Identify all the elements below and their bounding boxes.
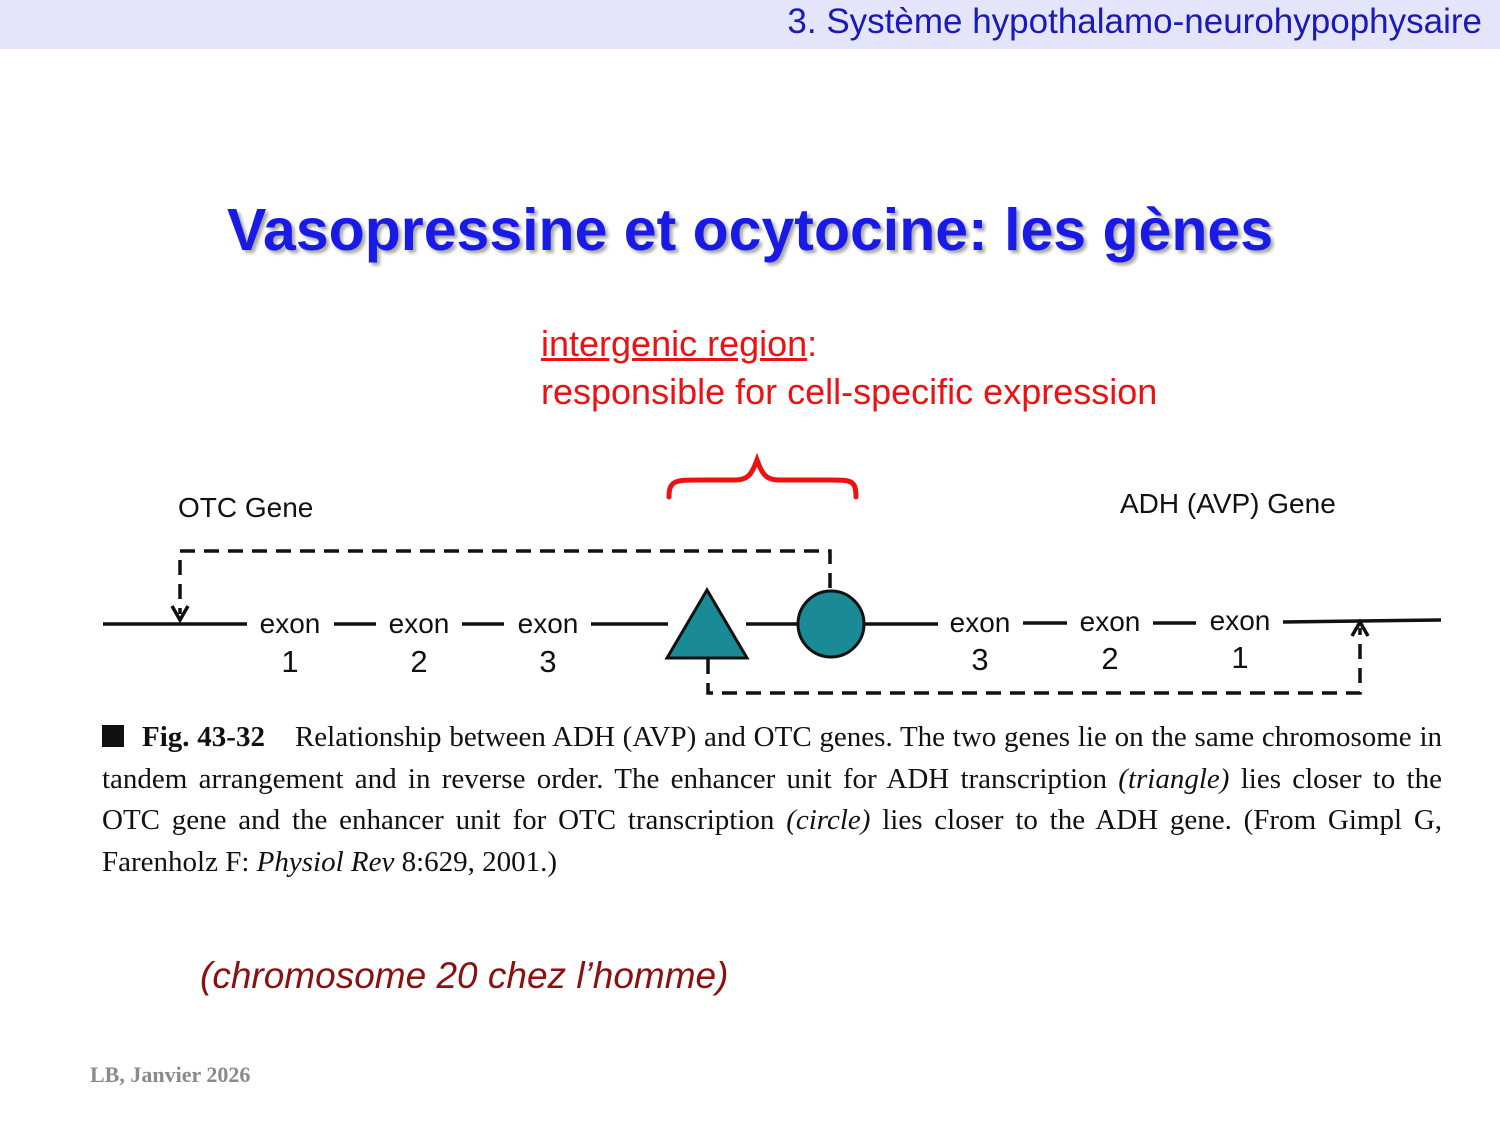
otc-gene-label: OTC Gene [178,492,313,523]
chromosome-line [103,618,1442,626]
exon-number: 1 [1231,640,1248,675]
exon-label: exon [1080,606,1141,637]
intergenic-brace-icon [666,452,859,500]
caption-text: lies closer to the OTC gene and the enha… [102,762,1442,837]
exon-number: 2 [1101,641,1118,676]
annotation-term: intergenic region [541,323,808,364]
triangle-icon [664,587,750,660]
chromosome-note: (chromosome 20 chez l’homme) [200,955,729,996]
adh-regulation-dashed-line [706,628,1362,695]
footer-credit: LB, Janvier 2026 [90,1062,251,1087]
annotation-description: responsible for cell-specific expression [541,371,1158,412]
exon-label: exon [389,608,450,639]
exon-number: 1 [281,644,298,679]
otc-regulation-dashed-line [178,549,832,614]
slide-title: Vasopressine et ocytocine: les gènes [226,197,1274,263]
exon-label: exon [260,608,321,639]
caption-journal: Physiol Rev [256,845,395,878]
caption-italic-circle: (circle) [786,804,871,836]
caption-text: 8:629, 2001.) [394,845,558,878]
caption-text: lies closer to the ADH gene. (From Gimpl… [102,804,1443,878]
otc-arrowhead-icon [170,605,190,624]
adh-gene-label: ADH (AVP) Gene [1120,488,1336,519]
exon-number: 3 [539,644,556,679]
exon-number: 3 [971,642,988,677]
exon-label: exon [518,608,579,639]
exon-number: 2 [410,644,427,679]
caption-text: Relationship between ADH (AVP) and OTC g… [102,721,1442,795]
circle-icon [796,589,866,659]
section-title: 3. Système hypothalamo-neurohypophysaire [787,2,1482,41]
square-bullet-icon [102,725,124,747]
figure-label: Fig. 43-32 [142,721,265,753]
intergenic-annotation: intergenic region: responsible for cell-… [541,320,1157,416]
exon-label: exon [950,607,1011,638]
exon-label: exon [1210,605,1271,636]
annotation-term-line: intergenic region: [541,320,1157,368]
caption-italic-triangle: (triangle) [1118,762,1230,795]
annotation-colon: : [807,323,818,364]
header-band [0,0,1500,49]
